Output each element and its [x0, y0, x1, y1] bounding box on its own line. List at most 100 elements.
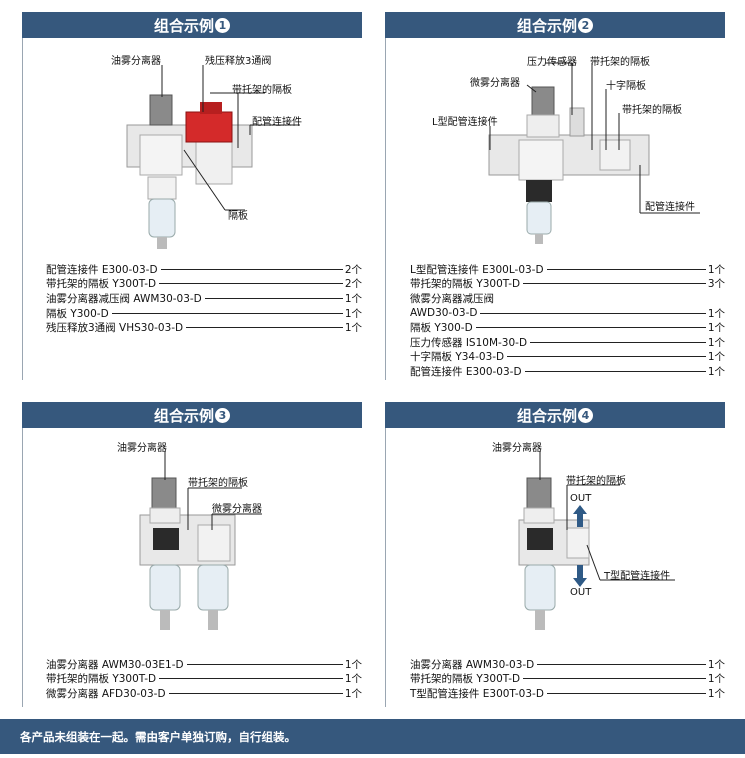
panel-title: 组合示例	[516, 16, 577, 35]
callout-label: 配管连接件	[645, 202, 695, 213]
part-name: 微雾分离器减压阀	[410, 290, 496, 306]
part-qty: 1个	[707, 673, 725, 686]
part-name: 油雾分离器 AWM30-03-D	[410, 656, 537, 672]
part-name: 带托架的隔板 Y300T-D	[46, 671, 159, 687]
callout-label: 压力传感器	[527, 57, 577, 68]
panel-title: 组合示例	[153, 16, 214, 35]
part-row: 配管连接件 E300-03-D 1个	[410, 363, 725, 379]
part-row: 带托架的隔板 Y300T-D 1个	[410, 671, 725, 687]
part-row: 隔板 Y300-D 1个	[410, 320, 725, 336]
part-row: 带托架的隔板 Y300T-D 3个	[410, 276, 725, 292]
part-name: 油雾分离器减压阀 AWM30-03-D	[46, 290, 204, 306]
callout-label: 带托架的隔板	[566, 476, 626, 487]
part-row: 带托架的隔板 Y300T-D 1个	[46, 671, 362, 687]
part-qty: 1个	[707, 322, 725, 335]
panel-number-badge: 4	[578, 407, 593, 423]
part-name: 隔板 Y300-D	[46, 305, 111, 321]
callout-label: 油雾分离器	[111, 56, 161, 67]
part-name: T型配管连接件 E300T-03-D	[410, 685, 546, 701]
part-name: 带托架的隔板 Y300T-D	[410, 276, 523, 292]
callout-label: 带托架的隔板	[188, 478, 248, 489]
parts-list: 配管连接件 E300-03-D 2个 带托架的隔板 Y300T-D 2个 油雾分离器…	[46, 261, 362, 336]
callout-label: 带托架的隔板	[590, 57, 650, 68]
part-row: 油雾分离器 AWM30-03-D 1个	[410, 656, 725, 672]
part-qty: 2个	[344, 278, 362, 291]
part-qty: 1个	[707, 365, 725, 378]
panel-border	[385, 12, 386, 380]
parts-list: L型配管连接件 E300L-03-D 1个 带托架的隔板 Y300T-D 3个 微雾…	[410, 261, 725, 379]
part-row: 压力传感器 IS10M-30-D 1个	[410, 334, 725, 350]
part-row: 油雾分离器减压阀 AWM30-03-D 1个	[46, 290, 362, 306]
part-qty: 1个	[344, 322, 362, 335]
part-name: 十字隔板 Y34-03-D	[410, 349, 507, 365]
panel-border	[22, 402, 23, 707]
part-qty: 1个	[707, 307, 725, 320]
part-qty: 1个	[707, 263, 725, 276]
out-label-bottom: OUT	[570, 587, 592, 598]
callout-label: 带托架的隔板	[622, 105, 682, 116]
part-name: 配管连接件 E300-03-D	[46, 261, 160, 277]
part-name: 油雾分离器 AWM30-03E1-D	[46, 656, 186, 672]
part-row: 配管连接件 E300-03-D 2个	[46, 261, 362, 277]
part-qty: 1个	[344, 658, 362, 671]
callout-label: T型配管连接件	[604, 571, 671, 582]
part-row: L型配管连接件 E300L-03-D 1个	[410, 261, 725, 277]
part-row: 微雾分离器 AFD30-03-D 1个	[46, 685, 362, 701]
callout-label: 带托架的隔板	[232, 85, 292, 96]
callout-label: L型配管连接件	[432, 117, 498, 128]
part-qty: 1个	[707, 687, 725, 700]
part-row: 油雾分离器 AWM30-03E1-D 1个	[46, 656, 362, 672]
panel-number-badge: 3	[215, 407, 230, 423]
out-label-top: OUT	[570, 493, 592, 504]
part-row: 残压释放3通阀 VHS30-03-D 1个	[46, 320, 362, 336]
part-qty: 1个	[707, 336, 725, 349]
panel-number-badge: 1	[215, 17, 230, 33]
panel-title: 组合示例	[516, 406, 577, 425]
callout-label: 隔板	[228, 211, 248, 222]
part-qty: 1个	[344, 687, 362, 700]
part-name: AWD30-03-D	[410, 307, 480, 320]
part-qty: 1个	[707, 658, 725, 671]
parts-list: 油雾分离器 AWM30-03E1-D 1个 带托架的隔板 Y300T-D 1个 微雾…	[46, 656, 362, 701]
panel-border	[385, 402, 386, 707]
part-name: L型配管连接件 E300L-03-D	[410, 261, 546, 277]
part-name: 隔板 Y300-D	[410, 320, 475, 336]
parts-list: 油雾分离器 AWM30-03-D 1个 带托架的隔板 Y300T-D 1个 T型配管…	[410, 656, 725, 701]
part-name: 微雾分离器 AFD30-03-D	[46, 685, 168, 701]
part-qty: 2个	[344, 263, 362, 276]
part-qty: 1个	[344, 673, 362, 686]
callout-label: 油雾分离器	[492, 443, 542, 454]
part-row: 微雾分离器减压阀	[410, 290, 725, 306]
part-name: 带托架的隔板 Y300T-D	[410, 671, 523, 687]
part-row: 带托架的隔板 Y300T-D 2个	[46, 276, 362, 292]
part-row: T型配管连接件 E300T-03-D 1个	[410, 685, 725, 701]
panel-title: 组合示例	[153, 406, 214, 425]
part-name: 压力传感器 IS10M-30-D	[410, 334, 530, 350]
part-name: 配管连接件 E300-03-D	[410, 363, 524, 379]
arrow-up-icon	[573, 505, 587, 527]
callout-label: 残压释放3通阀	[205, 56, 272, 67]
footer-note: 各产品未组装在一起。需由客户单独订购，自行组装。	[0, 719, 745, 754]
callout-label: 微雾分离器	[470, 78, 520, 89]
panel-border	[22, 12, 23, 380]
part-name: 残压释放3通阀 VHS30-03-D	[46, 320, 186, 336]
part-qty: 1个	[344, 307, 362, 320]
part-qty: 3个	[707, 278, 725, 291]
footer-text: 各产品未组装在一起。需由客户单独订购，自行组装。	[20, 729, 296, 744]
panel-number-badge: 2	[578, 17, 593, 33]
part-name: 带托架的隔板 Y300T-D	[46, 276, 159, 292]
arrow-down-icon	[573, 565, 587, 587]
callout-label: 微雾分离器	[212, 504, 262, 515]
part-qty: 1个	[344, 292, 362, 305]
